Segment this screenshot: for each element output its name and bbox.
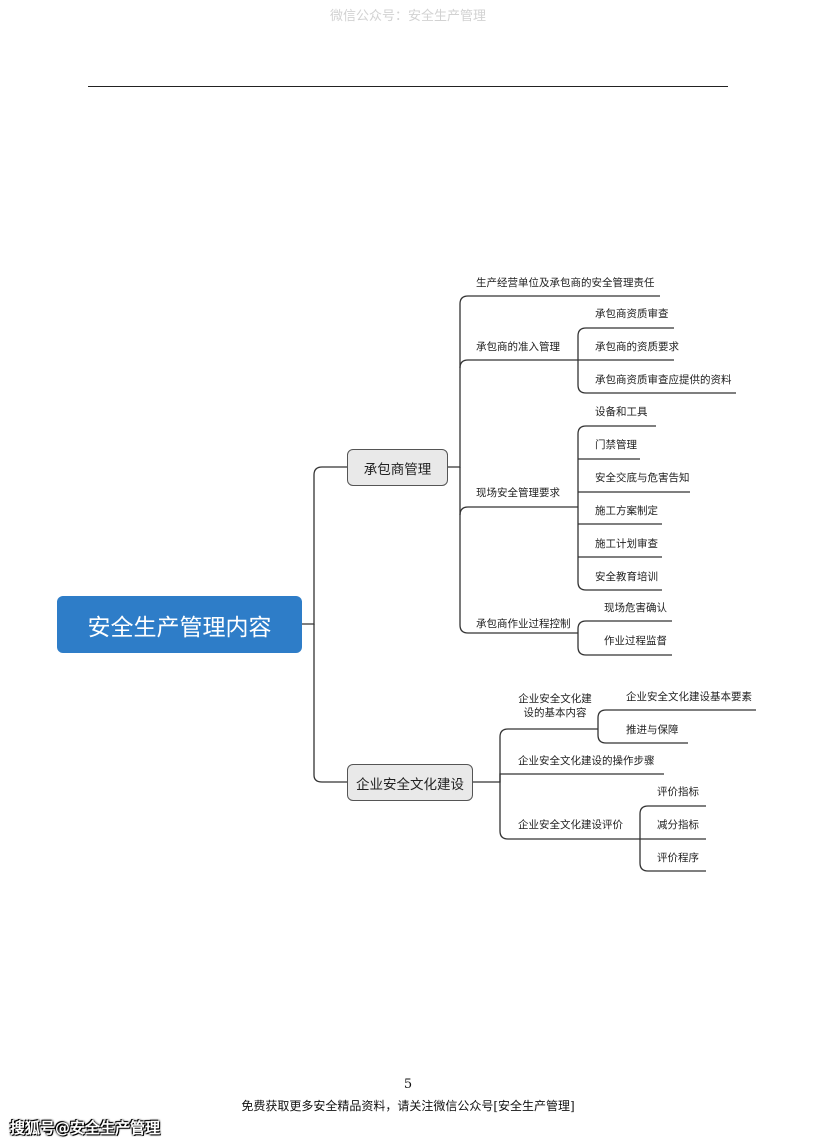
header-rule (88, 86, 728, 87)
node-evaluation-item-1[interactable]: 评价指标 (657, 786, 699, 798)
node-process[interactable]: 承包商作业过程控制 (476, 618, 571, 630)
connector-access-bottom (577, 360, 736, 394)
page-header-watermark: 微信公众号：安全生产管理 (329, 9, 486, 24)
connector-access-top (577, 327, 674, 360)
node-onsite-item-5[interactable]: 施工计划审查 (595, 538, 658, 550)
connector-eval-bottom (639, 839, 706, 872)
connector-onsite-down (577, 507, 662, 591)
branch-node-contractor[interactable]: 承包商管理 (347, 449, 448, 486)
branch-node-culture[interactable]: 企业安全文化建设 (347, 764, 473, 801)
connector-basics-bottom (597, 729, 688, 744)
node-onsite-item-2[interactable]: 门禁管理 (595, 439, 637, 451)
connector-onsite-spine (577, 425, 656, 507)
node-basics[interactable]: 企业安全文化建设的基本内容 (518, 693, 592, 719)
footer-text: 免费获取更多安全精品资料，请关注微信公众号[安全生产管理] (241, 1099, 575, 1113)
connector-contractor-trunk (448, 295, 660, 468)
node-access-item-2[interactable]: 承包商的资质要求 (595, 341, 679, 353)
connector-culture-steps (499, 773, 664, 782)
node-onsite-item-1[interactable]: 设备和工具 (595, 406, 648, 418)
connector-access (459, 359, 578, 369)
node-steps[interactable]: 企业安全文化建设的操作步骤 (518, 755, 655, 767)
connector-contractor-down (459, 467, 578, 634)
node-responsibility[interactable]: 生产经营单位及承包商的安全管理责任 (476, 277, 655, 289)
node-onsite-item-3[interactable]: 安全交底与危害告知 (595, 472, 690, 484)
page-number: 5 (403, 1077, 413, 1092)
node-process-item-1[interactable]: 现场危害确认 (604, 602, 667, 614)
connector-eval-top (639, 805, 706, 839)
node-onsite-item-6[interactable]: 安全教育培训 (595, 571, 658, 583)
connector-culture-down (499, 782, 640, 840)
node-access-item-1[interactable]: 承包商资质审查 (595, 308, 669, 320)
node-onsite[interactable]: 现场安全管理要求 (476, 487, 560, 499)
source-label: 搜狐号@安全生产管理 (10, 1119, 161, 1137)
connector-onsite (459, 506, 578, 516)
node-access-item-3[interactable]: 承包商资质审查应提供的资料 (595, 374, 732, 386)
node-access[interactable]: 承包商的准入管理 (476, 341, 560, 353)
node-basics-item-1[interactable]: 企业安全文化建设基本要素 (626, 691, 752, 703)
connector-root-trunk (302, 466, 347, 625)
connector-process-2 (577, 633, 672, 656)
connector-culture-trunk (448, 728, 598, 783)
node-evaluation-item-2[interactable]: 减分指标 (657, 819, 699, 831)
node-onsite-item-4[interactable]: 施工方案制定 (595, 505, 658, 517)
connector-basics-top (597, 709, 756, 729)
connector-root-culture (313, 624, 347, 783)
node-evaluation-item-3[interactable]: 评价程序 (657, 852, 699, 864)
node-process-item-2[interactable]: 作业过程监督 (604, 635, 667, 647)
node-basics-item-2[interactable]: 推进与保障 (626, 724, 679, 736)
node-evaluation[interactable]: 企业安全文化建设评价 (518, 819, 623, 831)
connector-process (577, 620, 672, 633)
root-node[interactable]: 安全生产管理内容 (57, 596, 302, 653)
